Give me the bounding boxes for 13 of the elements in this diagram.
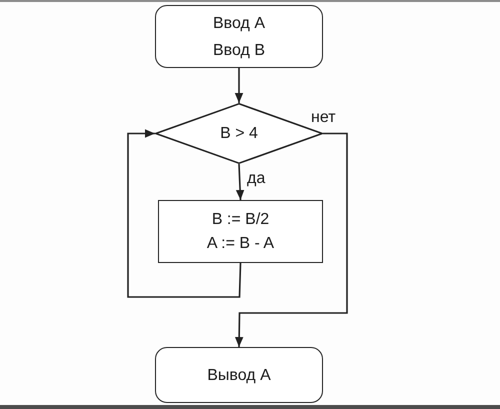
- statement-text: Вывод A: [207, 366, 271, 384]
- condition-text: B > 4: [220, 124, 258, 143]
- terminal-box: [155, 5, 323, 68]
- assignment-text: B := B/2: [212, 210, 270, 229]
- process-box: [158, 200, 323, 263]
- connector-arrow: [234, 68, 244, 103]
- connector-arrow: [236, 164, 244, 200]
- terminal-box: [155, 347, 323, 403]
- statement-text: Ввод A: [213, 14, 265, 32]
- assignment-text: A := B - A: [206, 234, 274, 253]
- connector-arrow: [127, 129, 242, 298]
- connector-arrow: [234, 132, 348, 348]
- statement-text: Ввод B: [213, 40, 265, 60]
